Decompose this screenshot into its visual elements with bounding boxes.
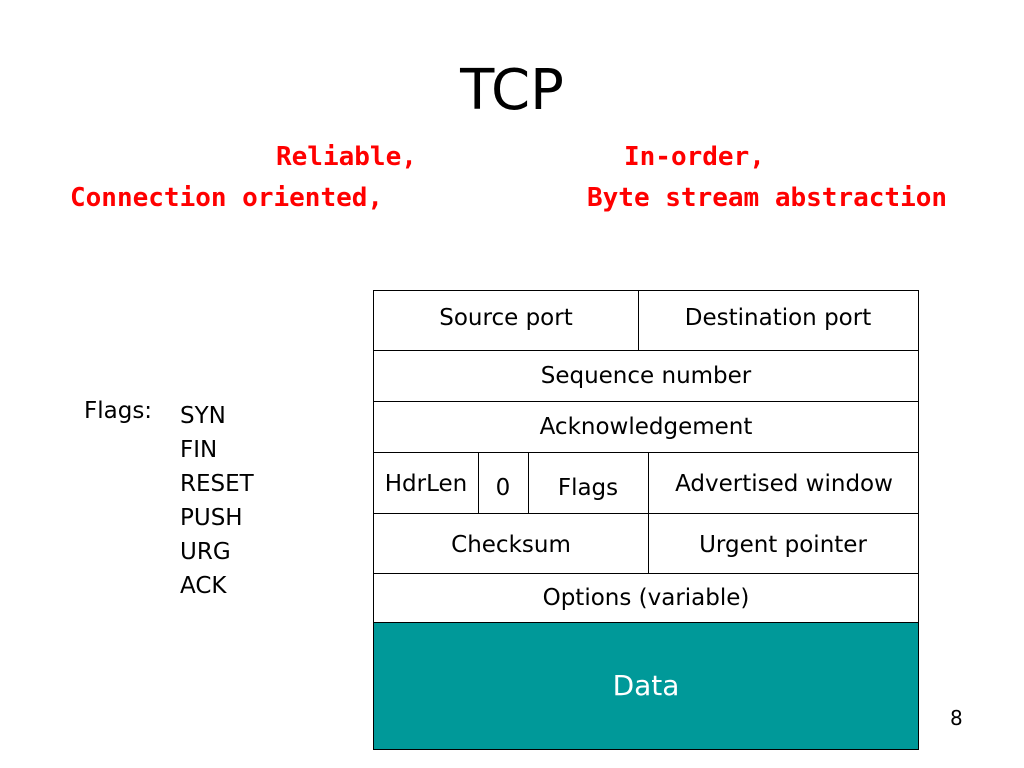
header-row-sequence: Sequence number xyxy=(373,350,919,402)
hdrlen-field: HdrLen xyxy=(384,471,468,497)
checksum-field: Checksum xyxy=(451,532,571,558)
flags-field: Flags xyxy=(557,475,619,501)
urgent-pointer-field: Urgent pointer xyxy=(699,532,867,558)
acknowledgement-field: Acknowledgement xyxy=(539,414,753,440)
sequence-number-field: Sequence number xyxy=(540,363,752,389)
flags-legend-label: Flags: xyxy=(84,398,153,424)
destination-port-field: Destination port xyxy=(684,305,872,331)
flags-legend-list: SYN FIN RESET PUSH URG ACK xyxy=(180,399,254,603)
header-row-acknowledgement: Acknowledgement xyxy=(373,401,919,453)
header-row-control: HdrLen 0 Flags Advertised window xyxy=(373,452,919,514)
flag-item-push: PUSH xyxy=(180,505,243,531)
divider xyxy=(528,453,529,513)
feature-connection-oriented: Connection oriented, xyxy=(70,183,384,213)
feature-in-order: In-order, xyxy=(624,142,765,172)
data-payload-block: Data xyxy=(373,622,919,750)
divider xyxy=(638,291,639,350)
divider xyxy=(478,453,479,513)
advertised-window-field: Advertised window xyxy=(675,471,893,497)
options-field: Options (variable) xyxy=(542,585,750,611)
flag-item-syn: SYN xyxy=(180,403,226,429)
source-port-field: Source port xyxy=(439,305,573,331)
reserved-zero-field: 0 xyxy=(495,475,511,501)
flag-item-urg: URG xyxy=(180,539,231,565)
slide-title: TCP xyxy=(460,58,564,123)
feature-byte-stream: Byte stream abstraction xyxy=(587,183,948,213)
divider xyxy=(648,514,649,573)
data-label: Data xyxy=(612,669,680,702)
divider xyxy=(648,453,649,513)
flag-item-fin: FIN xyxy=(180,437,218,463)
header-row-checksum: Checksum Urgent pointer xyxy=(373,513,919,574)
header-row-ports: Source port Destination port xyxy=(373,290,919,351)
flag-item-reset: RESET xyxy=(180,471,254,497)
flag-item-ack: ACK xyxy=(180,573,227,599)
header-row-options: Options (variable) xyxy=(373,573,919,623)
feature-reliable: Reliable, xyxy=(276,142,417,172)
page-number: 8 xyxy=(950,706,963,730)
